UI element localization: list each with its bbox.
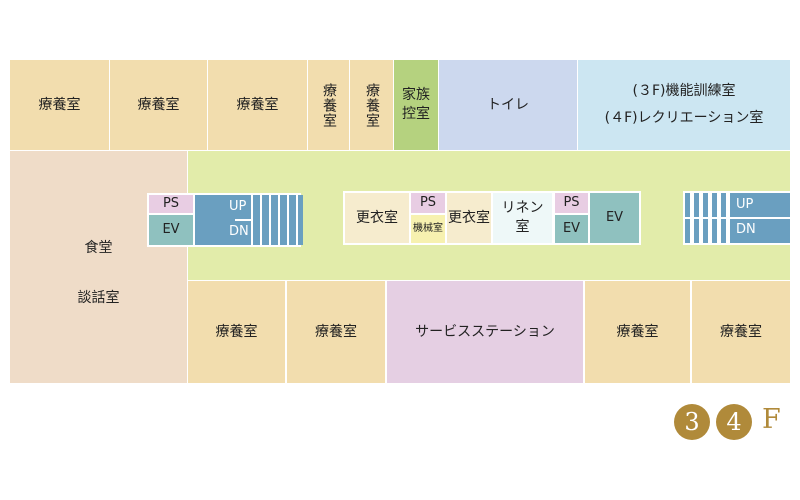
stair-divider [685,217,790,219]
changing-room-2: 更衣室 [447,193,491,243]
dining-label: 食堂 [84,239,113,256]
stairs-right: UP DN [685,193,790,243]
floor-3-badge: 3 [674,404,710,440]
pipe-shaft: PS [411,193,445,213]
dn-label: DN [736,222,756,237]
room-ryoyo-1: 療養室 [10,60,109,150]
elevator: EV [149,215,193,245]
elevator-large: EV [590,193,639,243]
room-label: 療養室 [320,82,337,128]
elevator: EV [555,215,588,243]
changing-room-1: 更衣室 [345,193,409,243]
pipe-shaft: PS [149,195,193,213]
room-ryoyo-8: 療養室 [585,281,690,383]
machine-room: 機械室 [411,215,445,243]
function-room-4f: (４F)レクリエーション室 [604,110,764,126]
function-room-3f: (３F)機能訓練室 [632,83,736,100]
room-ryoyo-5: 療養室 [350,60,393,150]
room-ryoyo-4: 療養室 [308,60,349,150]
dining-room: 食堂 談話室 [10,151,187,383]
floor-suffix: F [762,404,781,435]
pipe-shaft: PS [555,193,588,213]
up-label: UP [229,199,247,214]
dn-label: DN [229,224,249,239]
lounge-label: 談話室 [77,290,120,306]
room-ryoyo-6: 療養室 [188,281,285,383]
room-ryoyo-9: 療養室 [692,281,790,383]
stairs-left: UP DN [195,195,303,245]
service-station: サービスステーション [387,281,583,383]
floor-4-badge: 4 [716,404,752,440]
room-ryoyo-2: 療養室 [110,60,207,150]
function-room: (３F)機能訓練室 (４F)レクリエーション室 [578,60,790,150]
linen-room: リネン室 [493,193,552,243]
up-label: UP [736,197,754,212]
room-ryoyo-3: 療養室 [208,60,307,150]
stair-steps [251,195,303,245]
toilet: トイレ [439,60,577,150]
room-label: 療養室 [363,82,380,128]
family-room: 家族控室 [394,60,438,150]
stair-divider [235,219,253,221]
room-ryoyo-7: 療養室 [287,281,385,383]
